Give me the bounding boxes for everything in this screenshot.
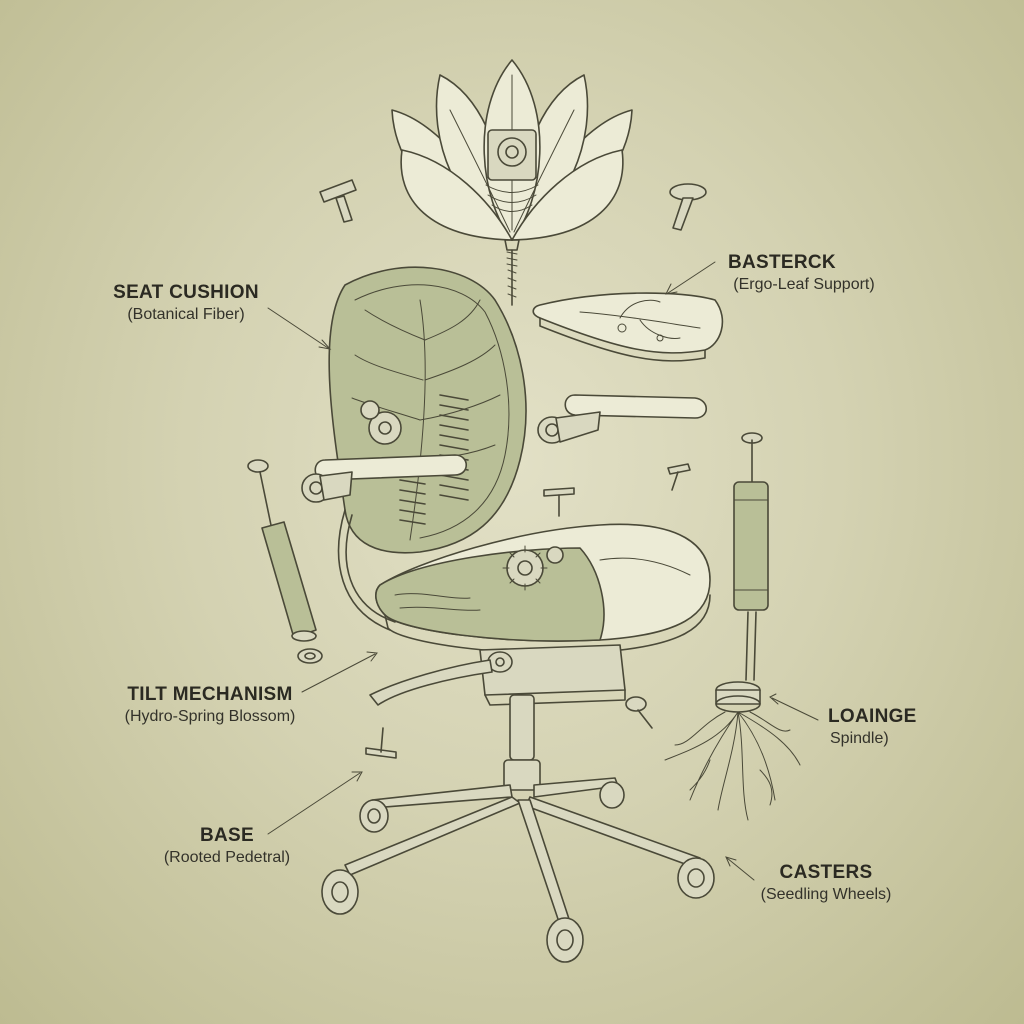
- callout-seat-cushion-subtitle: (Botanical Fiber): [127, 306, 245, 323]
- caster-left-front: [321, 869, 359, 915]
- base-illustration: [344, 777, 701, 926]
- callout-base-subtitle: (Rooted Pedetral): [163, 849, 291, 866]
- callout-loainge-title: LOAINGE: [828, 706, 917, 727]
- callout-loainge-subtitle: Spindle): [830, 730, 889, 747]
- callout-loainge: LOAINGE Spindle): [818, 706, 928, 748]
- callout-casters: CASTERS (Seedling Wheels): [746, 862, 906, 904]
- leader-basterck: [665, 261, 716, 295]
- callout-casters-subtitle: (Seedling Wheels): [760, 886, 892, 903]
- callout-tilt-mechanism-subtitle: (Hydro-Spring Blossom): [124, 708, 296, 725]
- callout-basterck: BASTERCK (Ergo-Leaf Support): [714, 252, 894, 294]
- bolt-center: [543, 487, 575, 517]
- bolt-left-lower: [365, 727, 397, 759]
- callout-seat-cushion: SEAT CUSHION (Botanical Fiber): [106, 282, 266, 324]
- armrest-right: [537, 394, 708, 444]
- callout-basterck-subtitle: (Ergo-Leaf Support): [733, 276, 875, 293]
- caster-left-back: [359, 799, 389, 833]
- caster-right-back: [599, 781, 625, 809]
- leader-seat-cushion: [267, 307, 332, 350]
- washer-left: [297, 648, 323, 664]
- gas-cylinder: [503, 694, 541, 791]
- seat-cushion-illustration: [375, 523, 711, 655]
- lumbar-leaf-pad: [532, 292, 724, 362]
- armrest-left: [301, 454, 468, 503]
- lotus-flower-illustration: [391, 59, 633, 306]
- callout-seat-cushion-title: SEAT CUSHION: [113, 282, 259, 303]
- callout-casters-title: CASTERS: [779, 862, 873, 883]
- backrest-illustration: [328, 266, 527, 631]
- caster-right-front: [677, 857, 715, 899]
- leader-casters: [725, 856, 755, 881]
- leader-loainge: [769, 693, 819, 721]
- loose-bolts: [297, 179, 707, 759]
- caster-wheels: [321, 781, 715, 963]
- leader-tilt-mechanism: [301, 651, 378, 693]
- tilt-mechanism-illustration: [369, 644, 626, 706]
- callout-base: BASE (Rooted Pedetral): [150, 825, 304, 867]
- callout-basterck-title: BASTERCK: [728, 252, 836, 273]
- leader-base: [267, 771, 363, 835]
- bolt-right-lower: [625, 696, 653, 729]
- bolt-top-right: [669, 183, 707, 231]
- caster-front: [546, 917, 584, 963]
- bolt-mid-small: [667, 463, 691, 491]
- left-gas-spring: [247, 459, 317, 642]
- callout-tilt-mechanism-title: TILT MECHANISM: [127, 684, 293, 705]
- callout-tilt-mechanism: TILT MECHANISM (Hydro-Spring Blossom): [104, 684, 316, 726]
- spindle-with-roots: [664, 432, 801, 821]
- leader-lines: [267, 261, 819, 881]
- bolt-top-left: [319, 179, 357, 223]
- callout-base-title: BASE: [200, 825, 254, 846]
